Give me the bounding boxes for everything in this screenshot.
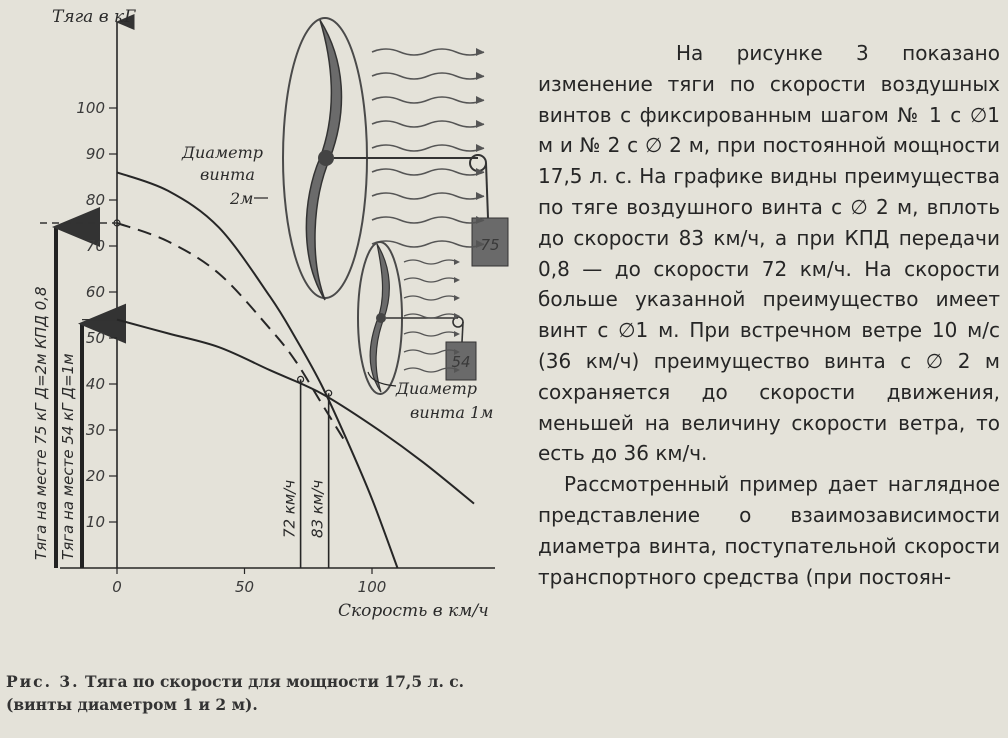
- airflow-arrow: [454, 259, 460, 265]
- airflow-line: [403, 313, 459, 319]
- thrust-speed-chart: 75 54 10 20 30 40 50 60 70 80 90 100 0 50 100 72 км/ч…: [32, 7, 509, 621]
- article-text: На рисунке 3 показано изменение тяги по …: [538, 38, 1000, 592]
- chart-figure: 75 54 10 20 30 40 50 60 70 80 90 100 0 50 100 72 км/ч…: [6, 7, 509, 716]
- y-tick-label: 30: [86, 421, 105, 439]
- figure-caption: Рис. 3. Тяга по скорости для мощности 17…: [6, 670, 506, 716]
- x-tick-label: 50: [235, 578, 254, 596]
- y-tick-label: 70: [86, 237, 105, 255]
- small-weight-cord: [461, 321, 464, 343]
- y-tick-label: 90: [86, 145, 105, 163]
- big-propeller-hub: [318, 150, 334, 166]
- airflow-arrow: [476, 144, 484, 152]
- airflow-arrow: [454, 277, 460, 283]
- airflow-line: [371, 192, 485, 200]
- article-paragraph-1: На рисунке 3 показано изменение тяги по …: [538, 41, 1000, 466]
- curve-label-d2-line2: винта: [200, 165, 255, 184]
- airflow-line: [371, 120, 485, 128]
- x-axis-title: Скорость в км/ч: [338, 601, 489, 621]
- speed-marker-point: [297, 375, 305, 383]
- axes: [40, 14, 495, 569]
- airflow-arrow: [454, 313, 460, 319]
- speed-marker-point: [325, 389, 333, 397]
- y-tick-label: 100: [76, 99, 105, 117]
- propeller-illustration: 75 54: [282, 17, 509, 395]
- article-paragraph-2: Рассмотренный пример дает наглядное пред…: [538, 472, 1000, 589]
- airflow-line: [371, 48, 485, 56]
- y-tick-label: 50: [86, 329, 105, 347]
- y-tick-label: 40: [86, 375, 105, 393]
- airflow-arrow: [454, 367, 460, 373]
- dashed-start-point: [113, 219, 121, 227]
- airflow-arrow: [476, 168, 484, 176]
- airflow-line: [403, 349, 459, 355]
- y-tick-label: 10: [86, 513, 105, 531]
- curve-label-d1-line2: винта 1м: [410, 403, 493, 422]
- airflow-arrow: [476, 72, 484, 80]
- airflow-arrow: [476, 192, 484, 200]
- speed-markers: 72 км/ч 83 км/ч: [113, 219, 333, 568]
- y-tick-label: 60: [86, 283, 105, 301]
- airflow-line: [371, 144, 485, 152]
- airflow-arrow: [476, 240, 484, 248]
- small-weight: [445, 341, 477, 381]
- airflow-line: [371, 240, 485, 248]
- airflow-line: [403, 277, 459, 283]
- airflow-line: [403, 331, 459, 337]
- airflow-arrow: [454, 295, 460, 301]
- speed-marker-label: 72 км/ч: [281, 480, 299, 538]
- airflow-arrow: [476, 216, 484, 224]
- big-weight-cord: [485, 162, 489, 219]
- y-axis-title: Тяга в кГ: [52, 7, 136, 27]
- caption-text: Тяга по скорости для мощности 17,5 л. с.…: [6, 672, 465, 714]
- y-tick-label: 80: [86, 191, 105, 209]
- curves: [116, 171, 475, 569]
- airflow-arrow: [454, 331, 460, 337]
- x-tick-label: 0: [112, 578, 122, 596]
- small-propeller-hub: [376, 313, 386, 323]
- airflow-line: [403, 295, 459, 301]
- airflow-arrow: [454, 349, 460, 355]
- curve-label-d2-line3: 2м: [229, 189, 253, 208]
- x-tick-label: 100: [358, 578, 387, 596]
- airflow-line: [371, 168, 485, 176]
- side-label-outer: Тяга на месте 75 кГ Д=2м КПД 0,8: [32, 286, 50, 560]
- ticks: 10 20 30 40 50 60 70 80 90 100 0 50 100: [76, 99, 386, 596]
- series-line-1: [116, 171, 399, 569]
- series-line-3: [116, 318, 475, 505]
- airflow-arrow: [476, 120, 484, 128]
- side-label-inner: Тяга на месте 54 кГ Д=1м: [59, 353, 77, 560]
- series-line-2: [116, 222, 348, 445]
- airflow-arrow: [476, 96, 484, 104]
- curve-label-d1-line1: Диаметр: [395, 379, 477, 398]
- caption-lead: Рис. 3.: [6, 672, 80, 691]
- airflow-line: [403, 259, 459, 265]
- airflow-arrow: [476, 48, 484, 56]
- airflow-line: [371, 72, 485, 80]
- small-weight-label: 54: [451, 353, 470, 371]
- curve-label-d2-line1: Диаметр: [181, 143, 263, 162]
- airflow-line: [403, 367, 459, 373]
- airflow-line: [371, 216, 485, 224]
- airflow-line: [371, 96, 485, 104]
- big-weight-label: 75: [480, 236, 499, 254]
- speed-marker-label: 83 км/ч: [309, 480, 327, 538]
- curve-label-d1-leader: [367, 371, 397, 387]
- y-tick-label: 20: [86, 467, 105, 485]
